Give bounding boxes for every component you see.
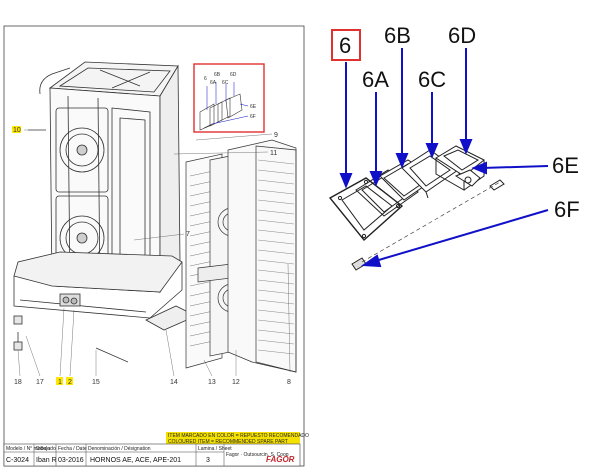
detail-label-6a: 6A — [362, 67, 389, 92]
inset-label-6: 6 — [204, 76, 207, 82]
col-header-date: Fecha / Date — [58, 446, 87, 452]
legend-line-2: COLOURED ITEM = RECOMMENDED SPARE PART — [168, 439, 288, 445]
company-name: Fagor · Outsourcin. S. Coop — [226, 452, 289, 458]
callout-2-highlight — [66, 377, 73, 385]
legend-line-1: ITEM MARCADO EN COLOR = REPUESTO RECOMEN… — [168, 433, 309, 439]
col-header-title: Denominación / Désignation — [88, 446, 151, 452]
callout-15: 15 — [92, 379, 100, 386]
callout-10-highlight — [12, 126, 21, 133]
detail-main-label: 6 — [339, 33, 351, 58]
callout-9: 9 — [274, 132, 278, 139]
inset-label-6c: 6C — [222, 80, 229, 86]
drawing-title: HORNOS AE, ACE, APE-201 — [90, 457, 181, 464]
detail-arrows — [339, 48, 549, 268]
sheet-number: 3 — [206, 457, 210, 464]
drawing-date: 03-2016 — [58, 457, 84, 464]
drawn-by: Iban R — [36, 457, 57, 464]
col-header-model: Modelo / N° modelo — [6, 446, 50, 452]
callout-17: 17 — [36, 379, 44, 386]
col-header-sheet: Lamina / Sheet — [198, 446, 232, 452]
part-screw-small — [489, 179, 505, 191]
fagor-logo: FAGOR — [266, 455, 295, 464]
detail-label-6d: 6D — [448, 23, 476, 48]
col-header-drawn: Dibujado — [36, 446, 56, 452]
detail-label-6e: 6E — [552, 153, 579, 178]
inset-label-6d: 6D — [230, 72, 237, 78]
detail-view: 6 6B 6D 6A 6C 6E 6F — [328, 23, 580, 271]
callout-18: 18 — [14, 379, 22, 386]
callout-1-highlight — [56, 377, 63, 385]
inset-label-6e: 6E — [250, 104, 257, 110]
part-6e-knob — [454, 169, 481, 187]
leader-lines — [17, 129, 291, 377]
detail-label-6f: 6F — [554, 197, 580, 222]
callout-7: 7 — [186, 231, 190, 238]
inset-label-6a: 6A — [210, 80, 217, 86]
callout-2: 2 — [68, 379, 72, 386]
door-grille — [227, 139, 297, 373]
callout-8: 8 — [287, 379, 291, 386]
spare-part-legend — [166, 432, 300, 444]
part-6-plate — [328, 177, 404, 242]
detail-label-6b: 6B — [384, 23, 411, 48]
callout-14: 14 — [170, 379, 178, 386]
callout-1: 1 — [58, 379, 62, 386]
inset-detail-small: 6 6B 6D 6A 6C 6E 6F — [193, 63, 265, 133]
detail-label-6c: 6C — [418, 67, 446, 92]
oven-assembly — [13, 61, 197, 363]
callout-12: 12 — [232, 379, 240, 386]
inset-label-6b: 6B — [214, 72, 221, 78]
callout-numbers: 10 9 11 7 8 18 17 1 2 15 14 13 12 — [12, 126, 291, 386]
inset-label-6f: 6F — [250, 114, 256, 120]
callout-13: 13 — [208, 379, 216, 386]
callout-11: 11 — [270, 150, 277, 157]
inset-red-box — [193, 63, 265, 133]
detail-main-label-box — [331, 29, 361, 61]
model-code: C-3024 — [6, 457, 29, 464]
title-block: ITEM MARCADO EN COLOR = REPUESTO RECOMEN… — [3, 432, 309, 467]
callout-10: 10 — [13, 127, 21, 134]
